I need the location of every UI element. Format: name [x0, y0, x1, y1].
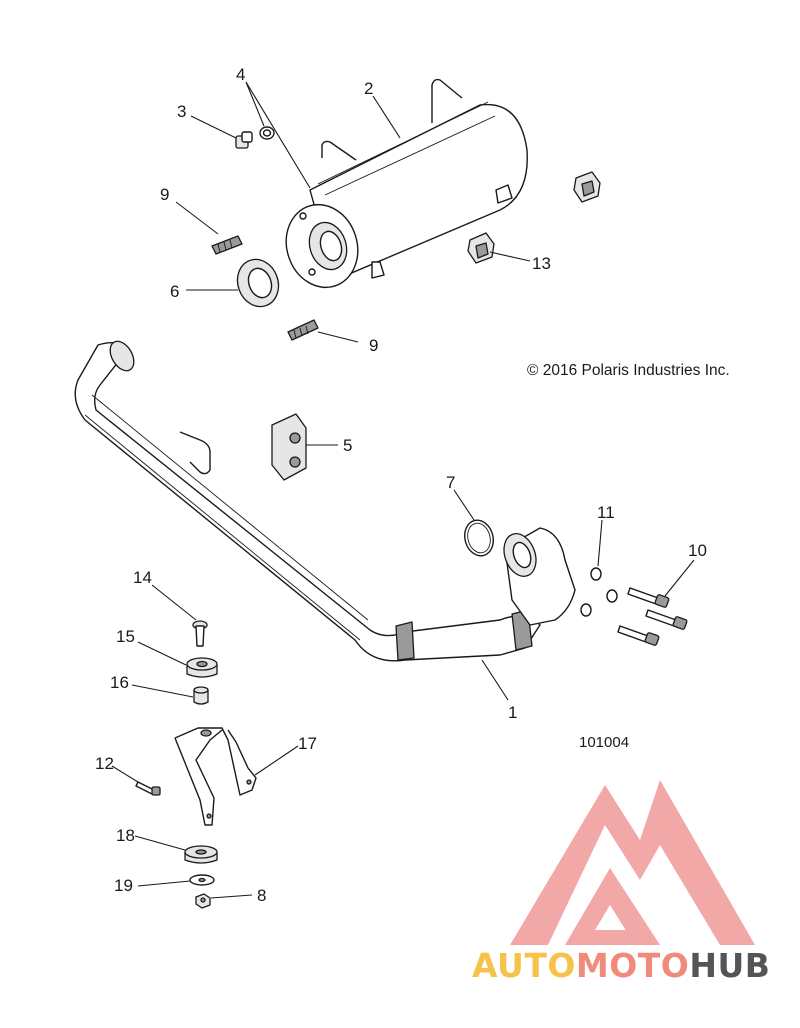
callout-3: 3 [177, 102, 186, 121]
sealing-washer [259, 126, 275, 140]
callout-19: 19 [114, 876, 133, 895]
flange-washer [580, 567, 618, 617]
callout-2: 2 [364, 79, 373, 98]
watermark-wordmark: AUTOMOTOHUB [472, 946, 770, 985]
exhaust-spring [211, 235, 319, 341]
bracket-bushing [193, 686, 209, 705]
callout-14: 14 [133, 568, 152, 587]
callout-8: 8 [257, 886, 266, 905]
muffler-gasket [236, 258, 280, 308]
muffler-grommet [467, 171, 601, 264]
diagram-number: 101004 [579, 734, 629, 751]
lower-washer [189, 874, 215, 886]
callouts: 2 3 4 9 6 9 13 5 7 11 10 1 14 15 16 12 1… [95, 65, 707, 905]
bracket-bolt [192, 620, 208, 647]
callout-12: 12 [95, 754, 114, 773]
flange-bolt [617, 587, 688, 646]
mounting-bracket [174, 727, 257, 826]
flange-gasket [463, 519, 495, 557]
muffler [285, 78, 528, 289]
callout-4: 4 [236, 65, 245, 84]
callout-7: 7 [446, 473, 455, 492]
head-pipe [74, 340, 576, 662]
drain-plug [235, 131, 253, 149]
callout-9: 9 [160, 185, 169, 204]
callout-16: 16 [110, 673, 129, 692]
callout-6: 6 [170, 282, 179, 301]
lower-grommet [184, 845, 218, 864]
watermark-hub: HUB [689, 946, 770, 985]
lower-nut [195, 893, 211, 909]
callout-10: 10 [688, 541, 707, 560]
callout-13: 13 [532, 254, 551, 273]
leader-lines [111, 81, 695, 899]
callout-9: 9 [369, 336, 378, 355]
watermark-logo [510, 780, 755, 945]
pipe-grommet [271, 413, 307, 481]
callout-1: 1 [508, 703, 517, 722]
copyright-notice: © 2016 Polaris Industries Inc. [527, 362, 730, 379]
callout-15: 15 [116, 627, 135, 646]
watermark-moto: MOTO [576, 946, 689, 985]
watermark-auto: AUTO [472, 946, 576, 985]
callout-5: 5 [343, 436, 352, 455]
callout-18: 18 [116, 826, 135, 845]
callout-17: 17 [298, 734, 317, 753]
bracket-grommet [186, 657, 218, 678]
bracket-screw [135, 781, 161, 796]
callout-11: 11 [597, 503, 615, 522]
